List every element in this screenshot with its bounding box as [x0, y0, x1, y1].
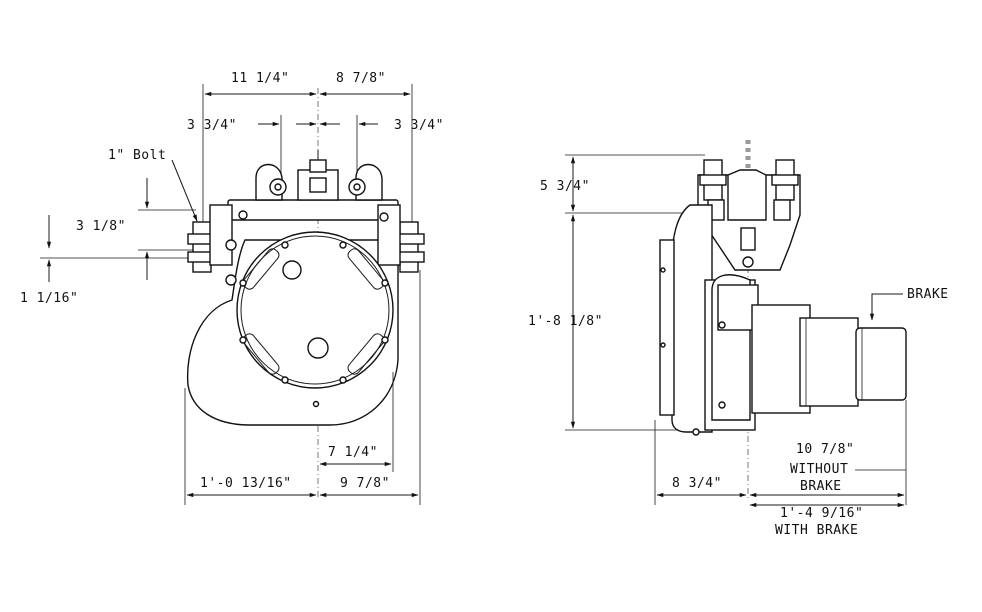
dim-without-value: 10 7/8" [796, 442, 854, 457]
dim-bottom-side: 10 7/8" WITHOUT BRAKE 8 3/4" 1'-4 9/16" … [654, 400, 907, 538]
front-view: 11 1/4" 8 7/8" 3 3/4" 3 3/4" 1" Bolt [20, 71, 444, 505]
side-view: 5 3/4" 1'-8 1/8" [528, 140, 949, 538]
dim-side-upper-label: 3 1/8" [76, 219, 126, 234]
dim-side-bottom-left-label: 8 3/4" [672, 476, 722, 491]
front-motor-cover [236, 231, 394, 408]
dim-bottom-front: 7 1/4" 1'-0 13/16" 9 7/8" [184, 270, 421, 505]
front-trolley [227, 150, 399, 221]
dim-side-lower-label: 1 1/16" [20, 291, 78, 306]
dim-top-left-label: 11 1/4" [231, 71, 289, 86]
dim-side-height-label: 1'-8 1/8" [528, 314, 603, 329]
dim-bottom-inner-label: 7 1/4" [328, 445, 378, 460]
dim-mid-row: 3 3/4" 3 3/4" [187, 115, 444, 175]
bolt-callout: 1" Bolt [108, 148, 198, 222]
bolt-label: 1" Bolt [108, 148, 166, 163]
side-motor [659, 204, 907, 436]
dim-top-right-label: 8 7/8" [336, 71, 386, 86]
dim-bottom-left-label: 1'-0 13/16" [200, 476, 292, 491]
dim-without-line1: WITHOUT [790, 462, 848, 477]
dim-side-left: 3 1/8" 1 1/16" [20, 178, 196, 306]
brake-label: BRAKE [907, 287, 949, 302]
side-trolley [697, 159, 801, 271]
dim-without-line2: BRAKE [800, 479, 842, 494]
dim-top-row: 11 1/4" 8 7/8" [202, 71, 413, 235]
dim-side-vertical: 5 3/4" 1'-8 1/8" [528, 154, 705, 431]
dim-side-top-label: 5 3/4" [540, 179, 590, 194]
dim-bottom-right-label: 9 7/8" [340, 476, 390, 491]
brake-callout: BRAKE [869, 287, 949, 321]
dim-mid-left-label: 3 3/4" [187, 118, 237, 133]
dim-with-value: 1'-4 9/16" [780, 506, 863, 521]
front-bolts [187, 204, 425, 286]
dim-with-line: WITH BRAKE [775, 523, 858, 538]
dim-mid-right-label: 3 3/4" [394, 118, 444, 133]
